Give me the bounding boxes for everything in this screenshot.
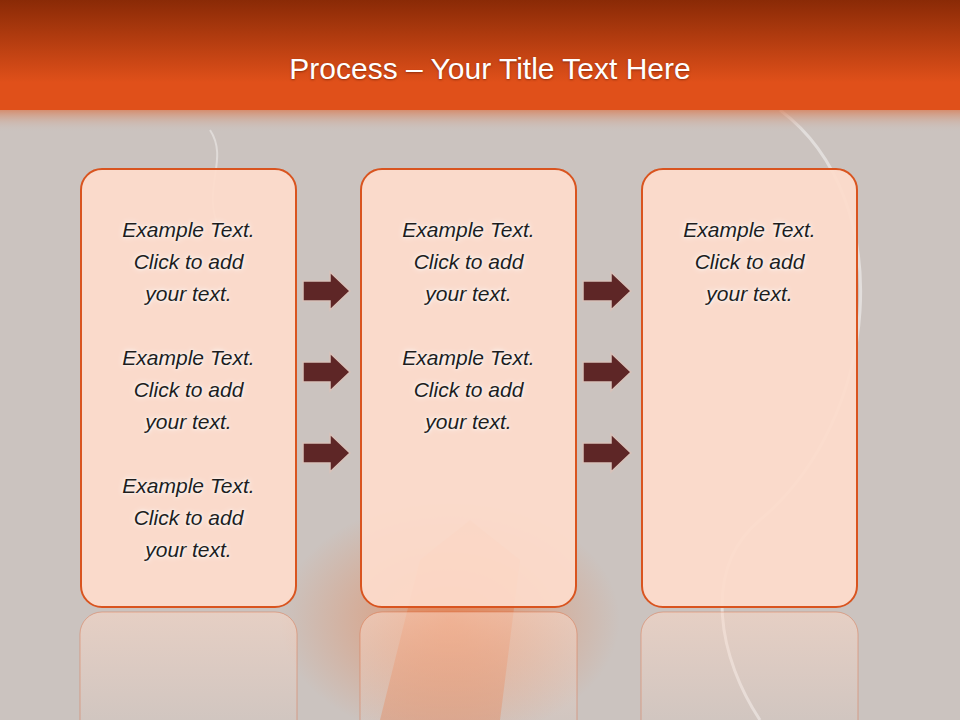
slide-title: Process – Your Title Text Here [20,52,960,86]
process-box: Example Text. Click to add your text. Exa… [80,168,297,608]
block-arrow [583,353,631,391]
box-text: Example Text. Click to add your text. [394,342,544,438]
process-box: Example Text. Click to add your text. [641,168,858,608]
box-text: Example Text. Click to add your text. [114,214,264,310]
process-box: Example Text. Click to add your text. Exa… [360,168,577,608]
block-arrow [303,353,350,391]
block-arrow [583,434,631,472]
reflection [641,612,858,720]
block-arrow [583,272,631,310]
header-bar [0,0,960,110]
block-arrow [303,272,350,310]
reflection [80,612,297,720]
box-text: Example Text. Click to add your text. [114,342,264,438]
box-text: Example Text. Click to add your text. [675,214,825,310]
block-arrow [303,434,350,472]
header-fade [0,110,960,132]
box-text: Example Text. Click to add your text. [114,470,264,566]
reflection [360,612,577,720]
box-text: Example Text. Click to add your text. [394,214,544,310]
